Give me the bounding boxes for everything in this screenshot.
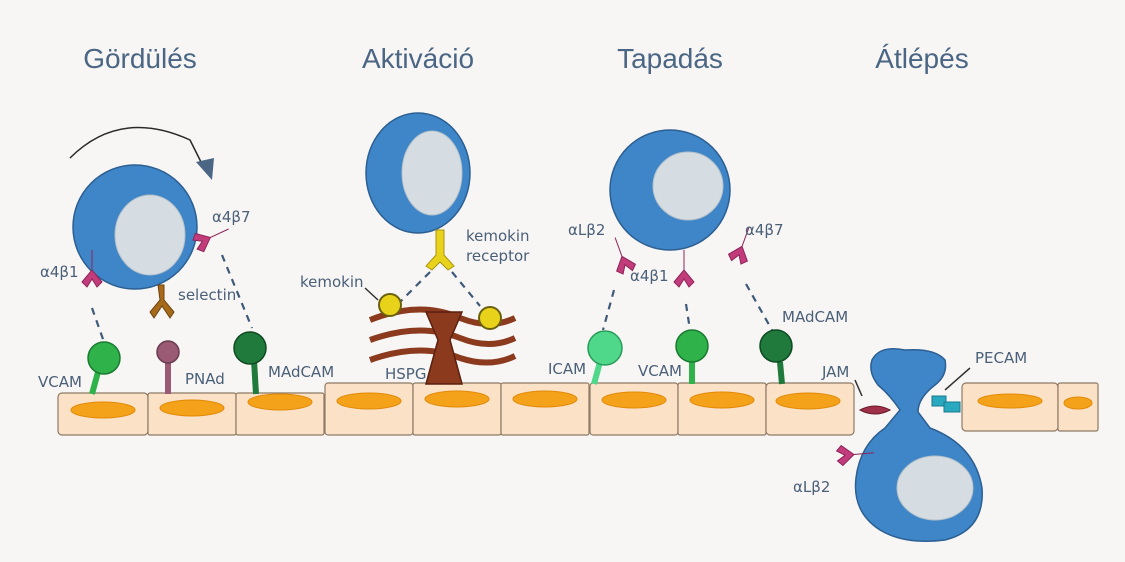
icam-icon: [587, 330, 623, 366]
binding-line-receptor-left: [399, 271, 431, 303]
pecam-pointer: [944, 367, 971, 391]
binding-line-a4b1-vcam: [90, 307, 106, 343]
chemokine-right-icon: [478, 306, 502, 330]
pnad-icon: [156, 340, 180, 364]
kemokin-receptor-icon: [425, 229, 455, 271]
jam-icon: [858, 405, 892, 415]
label-pecam: PECAM: [975, 349, 1027, 367]
icam-stalk: [591, 361, 603, 385]
binding-line-alb2-icam: [601, 289, 616, 331]
label-jam: JAM: [821, 363, 849, 381]
madcam-stalk: [251, 359, 259, 395]
lymphocyte-rolling-nucleus: [114, 194, 186, 276]
label-vcam-rolling: VCAM: [38, 373, 82, 391]
chemokine-left-icon: [378, 293, 402, 317]
jam-pointer: [854, 379, 863, 397]
madcam-adh-stalk: [777, 361, 785, 385]
lymphocyte-transmigrating-nucleus: [896, 455, 974, 521]
label-a4b1: α4β1: [40, 263, 79, 281]
endothelium-segment-4: [961, 382, 1099, 432]
pecam-icon-2: [943, 401, 961, 413]
label-icam: ICAM: [548, 360, 586, 378]
label-selectin: selectin: [178, 286, 236, 304]
label-a4b1-adhesion: α4β1: [630, 267, 669, 285]
endothelium-segment-2: [324, 382, 590, 436]
madcam-rolling-icon: [233, 331, 267, 365]
label-vcam-adhesion: VCAM: [638, 362, 682, 380]
stage-title-transmigration: Átlépés: [875, 43, 968, 74]
selectin-icon: [149, 284, 175, 319]
curved-arrow-icon: [69, 126, 206, 171]
binding-line-receptor-right: [451, 271, 481, 307]
lymphocyte-activation-nucleus: [401, 130, 463, 216]
vcam-stalk: [89, 371, 101, 395]
stage-title-rolling: Gördülés: [83, 43, 197, 74]
arrow-head-icon: [196, 158, 214, 180]
label-pnad: PNAd: [185, 370, 225, 388]
binding-line-a4b7-madcam: [220, 254, 254, 329]
label-kemokin: kemokin: [300, 273, 364, 291]
label-hspg: HSPG: [385, 365, 426, 383]
madcam-adhesion-icon: [759, 329, 793, 363]
stage-title-activation: Aktiváció: [362, 43, 474, 74]
label-kemokin-receptor-1: kemokin: [466, 227, 530, 245]
endothelium-segment-3: [589, 382, 855, 436]
label-alb2-transmigration: αLβ2: [793, 478, 830, 496]
label-alb2-adhesion: αLβ2: [568, 221, 605, 239]
label-a4b7-adhesion: α4β7: [745, 221, 784, 239]
label-madcam-rolling: MAdCAM: [268, 363, 334, 381]
label-a4b7-rolling: α4β7: [212, 208, 251, 226]
binding-line-a4b7-madcam-adh: [745, 283, 773, 331]
stage-title-adhesion: Tapadás: [617, 43, 723, 74]
pecam-icon-1: [931, 395, 947, 407]
hspg-icon: [368, 306, 517, 385]
label-madcam-adhesion: MAdCAM: [782, 308, 848, 326]
kemokin-pointer: [364, 287, 379, 301]
label-kemokin-receptor-2: receptor: [466, 247, 530, 265]
vcam-adhesion-icon: [675, 329, 709, 363]
endothelium-segment-1: [57, 392, 325, 436]
lymphocyte-adhesion-nucleus: [652, 151, 724, 221]
vcam-rolling-icon: [87, 341, 121, 375]
integrin-a4b1-adhesion-icon: [673, 249, 695, 288]
binding-line-a4b1-vcam: [684, 303, 692, 331]
